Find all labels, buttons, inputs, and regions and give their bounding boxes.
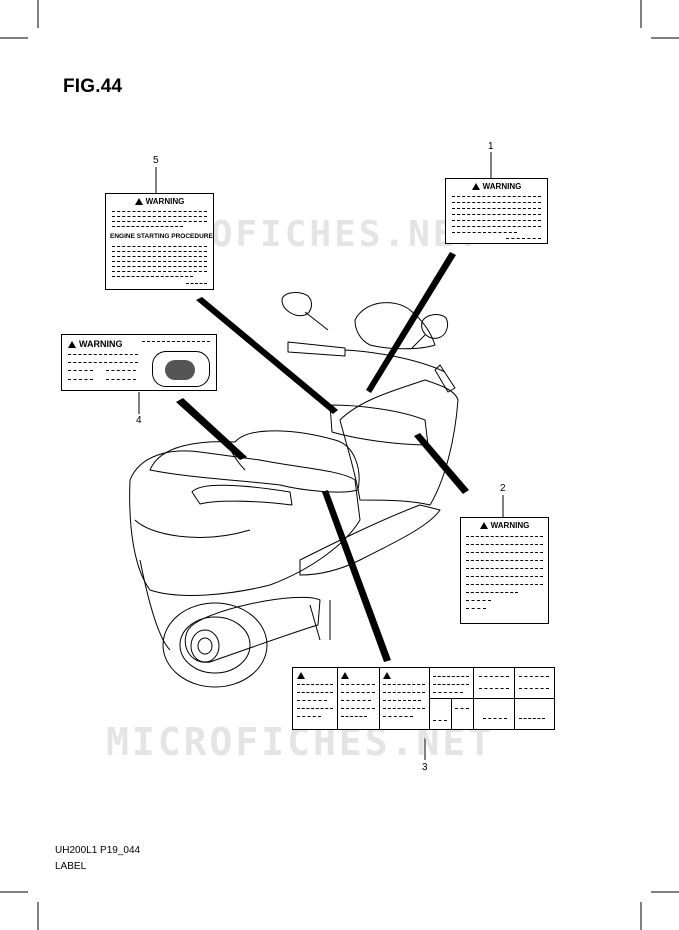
label-5-heading: WARNING bbox=[106, 197, 213, 206]
warning-triangle-icon bbox=[297, 672, 305, 679]
information-label-3 bbox=[292, 667, 555, 730]
helmet-storage-illustration bbox=[152, 351, 210, 387]
footer-diagram-name: LABEL bbox=[55, 861, 87, 872]
callout-5: 5 bbox=[153, 155, 159, 166]
label-4-heading: WARNING bbox=[68, 339, 123, 349]
leader-line-3 bbox=[322, 490, 391, 662]
label-2-heading: WARNING bbox=[461, 521, 548, 530]
warning-label-1: WARNING bbox=[445, 178, 548, 244]
warning-triangle-icon bbox=[68, 340, 76, 348]
warning-label-2: WARNING bbox=[460, 517, 549, 624]
warning-triangle-icon bbox=[383, 672, 391, 679]
callout-leaders bbox=[138, 152, 504, 760]
leader-line-5 bbox=[196, 297, 338, 414]
leader-line-1 bbox=[366, 252, 456, 393]
callout-1: 1 bbox=[488, 141, 494, 152]
leader-lines bbox=[176, 252, 469, 662]
leader-line-4 bbox=[176, 398, 247, 460]
callout-3: 3 bbox=[422, 762, 428, 773]
warning-triangle-icon bbox=[134, 198, 143, 205]
warning-label-5: WARNING ENGINE STARTING PROCEDURE bbox=[105, 193, 214, 290]
warning-triangle-icon bbox=[471, 183, 480, 190]
callout-2: 2 bbox=[500, 483, 506, 494]
callout-4: 4 bbox=[136, 415, 142, 426]
warning-triangle-icon bbox=[341, 672, 349, 679]
scooter-drawing bbox=[129, 292, 459, 688]
label-1-heading: WARNING bbox=[446, 182, 547, 191]
label-5-subheading: ENGINE STARTING PROCEDURE bbox=[110, 233, 213, 240]
leader-line-2 bbox=[414, 433, 469, 494]
warning-triangle-icon bbox=[479, 522, 488, 529]
footer-diagram-code: UH200L1 P19_044 bbox=[55, 845, 141, 856]
warning-label-4: WARNING bbox=[61, 334, 217, 391]
figure-title: FIG.44 bbox=[63, 76, 123, 97]
